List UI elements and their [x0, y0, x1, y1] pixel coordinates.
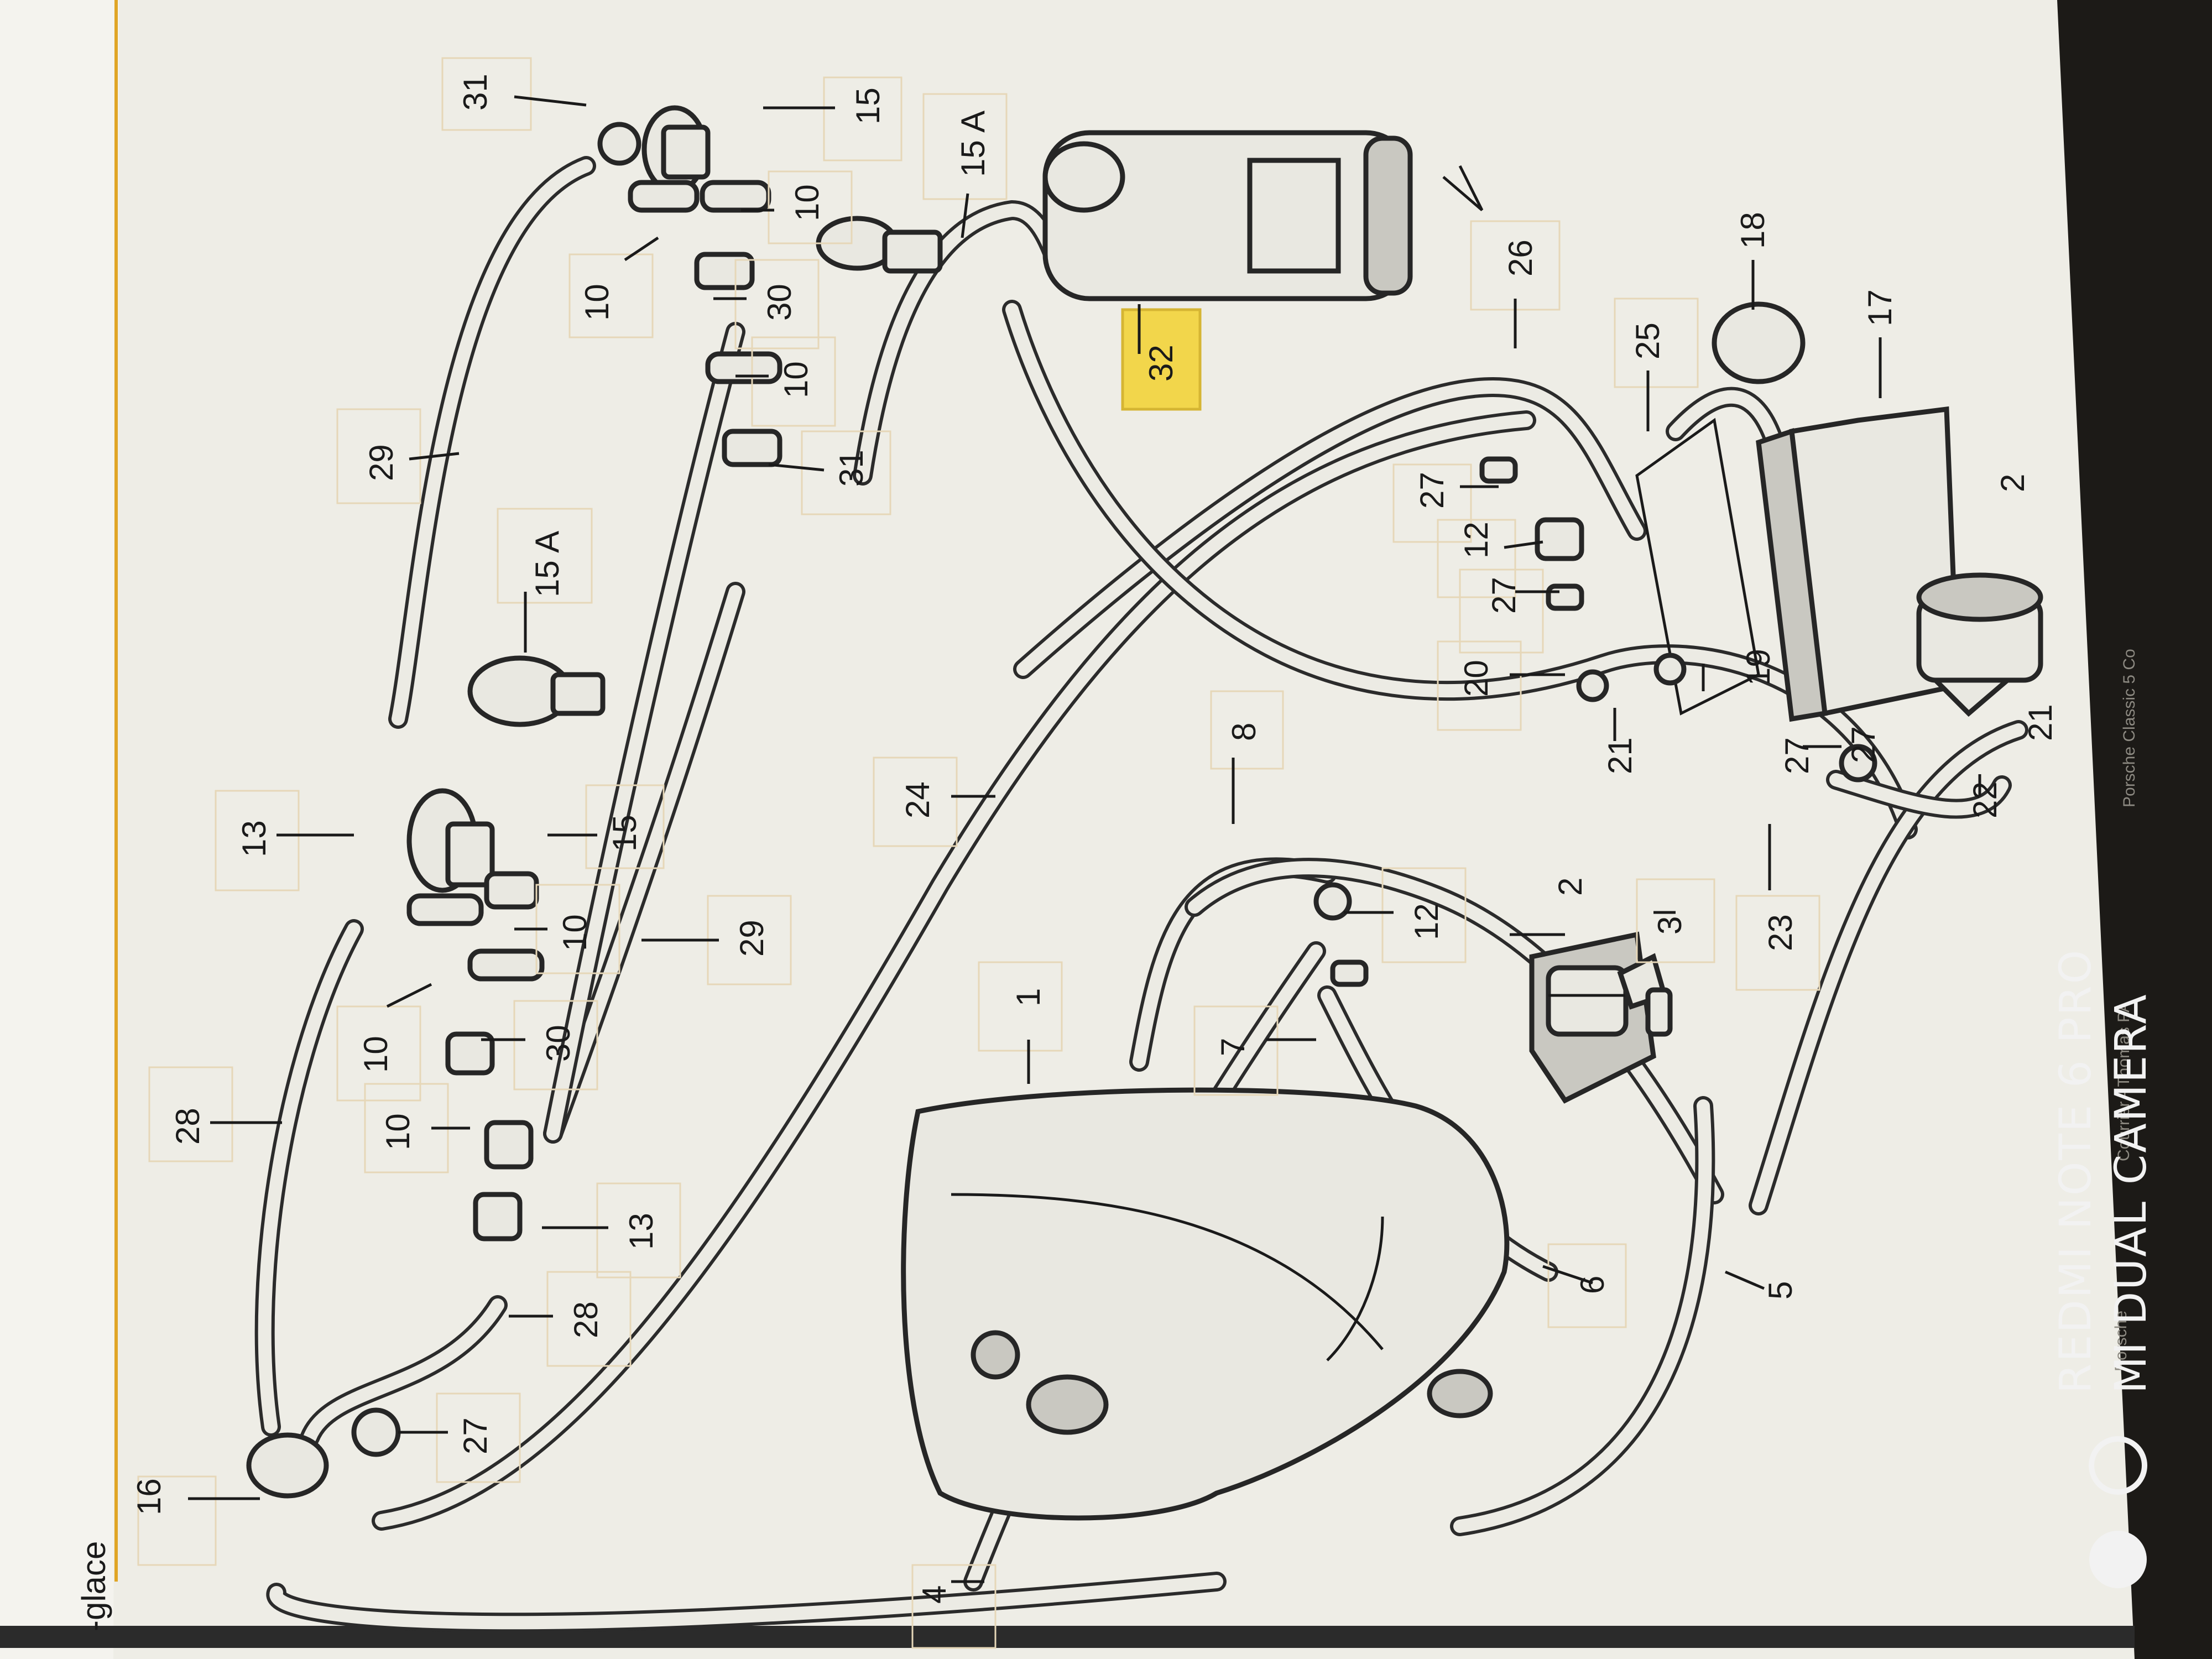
callout-13-top: 13 [236, 820, 273, 857]
callout-10-c: 10 [778, 361, 815, 398]
callout-16: 16 [131, 1478, 168, 1515]
callout-21-b: 21 [2022, 704, 2059, 741]
callout-15a-top: 15 A [954, 111, 992, 177]
callout-2-a: 2 [1552, 878, 1589, 896]
washer-reservoir [901, 1087, 1510, 1521]
fluid-bottle [1042, 130, 1484, 301]
watermark-line-2: MI DUAL CAMERA [2106, 993, 2156, 1394]
callout-22: 22 [1966, 781, 2004, 818]
callout-15-top: 15 [849, 87, 886, 124]
callout-31-mid: 31 [833, 450, 870, 487]
callout-27-a: 27 [1413, 472, 1451, 509]
callout-18: 18 [1734, 212, 1771, 249]
callout-2-b: 2 [1994, 474, 2031, 492]
callout-27-e: 27 [457, 1417, 494, 1454]
rear-reservoir [1635, 301, 1960, 722]
callout-25: 25 [1629, 322, 1666, 359]
callout-15-mid: 15 [606, 815, 643, 852]
callout-8: 8 [1225, 723, 1262, 741]
callout-10-f: 10 [379, 1113, 416, 1150]
callout-layer: 31 15 15 A 10 10 30 10 31 29 32 26 18 [131, 57, 2059, 1649]
callout-27-c: 27 [1778, 737, 1815, 774]
callout-12-a: 12 [1458, 521, 1495, 559]
callout-28-bottom: 28 [567, 1301, 604, 1338]
circle-outline-icon [2089, 1436, 2147, 1495]
callout-7: 7 [1214, 1038, 1251, 1056]
callout-29-top: 29 [363, 444, 400, 481]
callout-29-mid: 29 [733, 920, 770, 957]
callout-10-d: 10 [556, 914, 593, 951]
page-title: -glace [75, 1541, 112, 1631]
callout-32: 32 [1142, 345, 1180, 382]
callout-28-top: 28 [169, 1108, 206, 1145]
callout-5: 5 [1762, 1281, 1799, 1300]
taskbar-item-porsche-classic[interactable]: Porsche Classic 5 Co [2120, 649, 2138, 807]
callout-13-mid: 13 [623, 1213, 660, 1250]
circle-filled-icon [2089, 1531, 2147, 1588]
callout-20: 20 [1458, 660, 1495, 697]
washer-pump [1529, 931, 1668, 1104]
callout-26: 26 [1502, 239, 1539, 276]
callout-32-highlight [1121, 308, 1202, 411]
callout-4: 4 [916, 1585, 953, 1604]
callout-23: 23 [1762, 914, 1799, 951]
connectors [406, 180, 1877, 1241]
nozzles [246, 105, 943, 1499]
taskbar-item-porsche[interactable]: Porsche [2112, 1311, 2130, 1371]
callout-30-top: 30 [761, 284, 798, 321]
camera-watermark: REDMI NOTE 6 PRO MI DUAL CAMERA [2051, 948, 2156, 1588]
watermark-line-1: REDMI NOTE 6 PRO [2051, 948, 2101, 1394]
callout-24: 24 [899, 781, 936, 818]
callout-3: 3 [1651, 916, 1688, 935]
callout-27-d: 27 [1845, 726, 1882, 763]
callout-17: 17 [1861, 289, 1898, 326]
rear-pump [1916, 572, 2043, 717]
callout-10-b: 10 [578, 284, 615, 321]
taskbar-item-courrier[interactable]: Courrier - Thomas PA [2115, 1001, 2133, 1161]
callout-19: 19 [1740, 649, 1777, 686]
callout-27-b: 27 [1485, 577, 1522, 614]
callout-31-top: 31 [457, 74, 494, 111]
callout-1: 1 [1010, 988, 1047, 1006]
callout-30-mid: 30 [540, 1025, 577, 1062]
callout-10-e: 10 [357, 1036, 394, 1073]
callout-15a-mid: 15 A [529, 531, 566, 597]
taskbar: Porsche Classic 5 Co Courrier - Thomas P… [2112, 649, 2138, 1371]
callout-12-b: 12 [1408, 903, 1445, 940]
callout-21-a: 21 [1601, 737, 1639, 774]
callout-6: 6 [1574, 1276, 1611, 1294]
callout-10-a: 10 [789, 184, 826, 221]
